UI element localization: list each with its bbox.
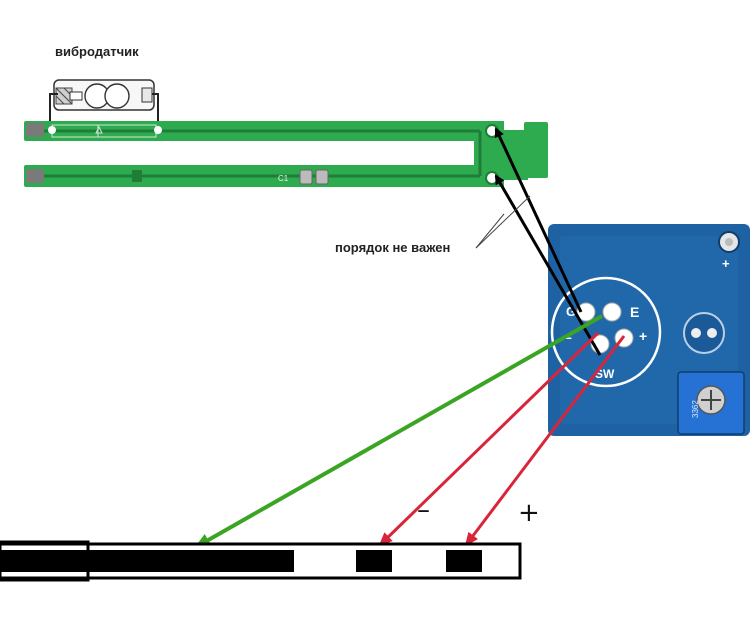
pin-g-label: G	[566, 304, 576, 319]
capacitor-marking: C1	[278, 174, 289, 183]
sensor-pcb: C1	[24, 121, 548, 187]
potentiometer: 3362	[677, 371, 745, 435]
red-wire-plus	[464, 335, 626, 547]
vibration-sensor	[49, 79, 159, 130]
pin-e-label: E	[630, 304, 639, 320]
blue-module: + 3362 G E – + SW	[548, 224, 750, 436]
potentiometer-marking: 3362	[691, 400, 700, 418]
signal-contact	[0, 550, 294, 572]
plus-sign: +	[518, 498, 540, 528]
board-plus-label: +	[722, 256, 730, 271]
pin-sw-label: SW	[595, 367, 615, 381]
pin-plus-label: +	[639, 328, 647, 344]
sensor-label: вибродатчик	[55, 44, 139, 59]
red-wire-minus	[378, 331, 600, 547]
green-wire	[194, 314, 603, 549]
minus-sign: –	[417, 495, 430, 525]
plus-contact	[446, 550, 482, 572]
connector-bar	[0, 540, 522, 582]
order-note-label: порядок не важен	[335, 240, 450, 255]
minus-contact	[356, 550, 392, 572]
